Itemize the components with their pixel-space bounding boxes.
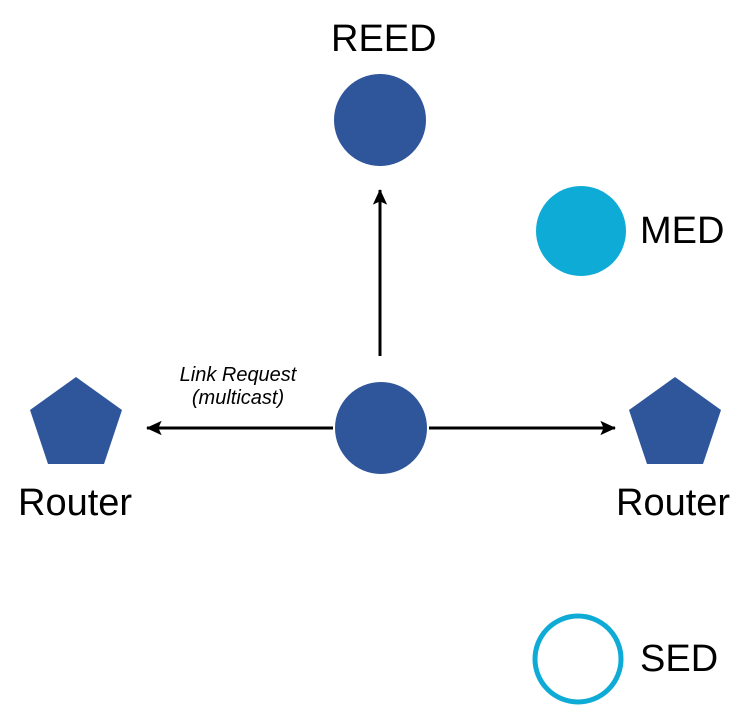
node-label-med: MED [640, 210, 725, 252]
node-label-sed: SED [640, 638, 719, 680]
node-label-reed: REED [331, 18, 437, 60]
edge-label-line-2: (multicast) [191, 387, 285, 409]
node-router-left-pentagon[interactable] [30, 377, 122, 464]
edge-label-line-1: Link Request [179, 364, 297, 386]
nodes-group [30, 74, 721, 705]
node-label-router-left: Router [18, 482, 133, 524]
node-router-right-pentagon[interactable] [629, 377, 721, 464]
edges-group [146, 189, 616, 436]
node-leader-circle[interactable] [335, 382, 427, 474]
edge-label-link-request: Link Request (multicast) [160, 364, 316, 410]
node-med-circle[interactable] [536, 186, 626, 276]
node-sed-circle[interactable] [532, 613, 624, 705]
node-reed-circle[interactable] [334, 74, 426, 166]
node-label-router-right: Router [616, 482, 731, 524]
